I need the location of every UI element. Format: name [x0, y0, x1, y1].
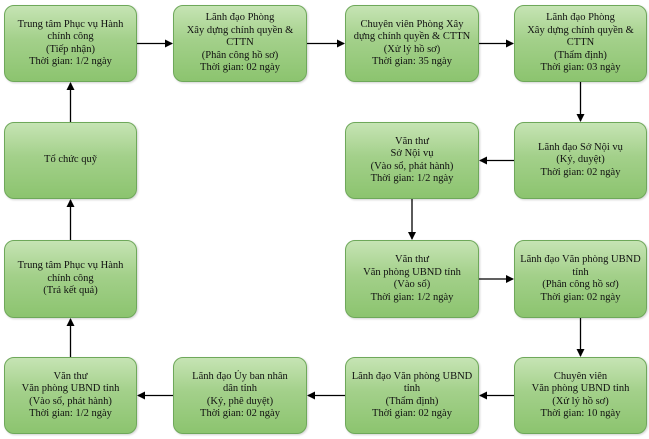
node-text-line: (Vào sổ, phát hành) — [370, 160, 454, 172]
node-text-line: Lãnh đạo Sở Nội vụ — [538, 141, 623, 153]
node-text-line: tỉnh — [572, 266, 589, 278]
node-text-line: (Vào sổ) — [393, 279, 431, 290]
node-text-line: Văn thư — [395, 135, 429, 147]
node-text-line: Thời gian: 10 ngày — [540, 408, 621, 419]
node-text-line: (Xử lý hồ sơ) — [383, 43, 441, 55]
node-text-line: Xây dựng chính quyền & — [527, 24, 634, 36]
node-text-line: Thời gian: 1/2 ngày — [370, 173, 454, 184]
node-text-line: (Vào sổ, phát hành) — [29, 395, 112, 407]
node-text-line: chính công — [47, 272, 94, 284]
node-text-line: Thời gian: 03 ngày — [540, 62, 621, 74]
node-text-line: (Thẩm định) — [554, 49, 607, 61]
node-text-line: Thời gian: 1/2 ngày — [29, 56, 112, 67]
node-text-line: Thời gian: 1/2 ngày — [29, 408, 112, 419]
node-text-line: (Phân công hồ sơ) — [201, 49, 279, 61]
node-text-line: (Tiếp nhận) — [46, 43, 95, 55]
node-text-line: Văn phòng UBND tỉnh — [363, 266, 461, 278]
node-text-line: (Ký, phê duyệt) — [206, 395, 274, 407]
node-text-line: chính công — [47, 31, 94, 42]
node-text-line: CTTN — [226, 37, 254, 49]
node-text-line: (Trả kết quả) — [43, 285, 98, 297]
node-text-line: Lãnh đạo Phòng — [205, 12, 275, 24]
node-text-line: (Thẩm định) — [385, 395, 439, 407]
node-text-line: Thời gian: 35 ngày — [372, 56, 452, 67]
node-text-line: tỉnh — [403, 383, 421, 394]
node-text-line: Thời gian: 02 ngày — [200, 62, 280, 74]
node-text-line: Thời gian: 02 ngày — [372, 408, 452, 419]
node-text-line: Xây dựng chính quyền & — [186, 24, 294, 36]
node-text-line: dựng chính quyền & CTTN — [353, 31, 471, 42]
node-text-line: Lãnh đạo Văn phòng UBND — [351, 370, 473, 382]
node-text-line: Chuyên viên Phòng Xây — [360, 18, 464, 30]
node-text-line: (Xử lý hồ sơ) — [552, 395, 609, 407]
node-text-line: Văn phòng UBND tỉnh — [531, 383, 630, 394]
node-text-line: Sở Nội vụ — [390, 148, 434, 159]
node-ky-duyet-so: Lãnh đạo Sở Nội vụ(Ký, duyệt)Thời gian: … — [514, 122, 647, 199]
node-text-line: Thời gian: 02 ngày — [540, 166, 621, 178]
node-text-line: (Ký, duyệt) — [556, 154, 605, 166]
node-text-line: Tổ chức quỹ — [44, 154, 97, 166]
node-text-line: Lãnh đạo Ủy ban nhân — [192, 370, 288, 382]
node-text-line: Thời gian: 1/2 ngày — [370, 291, 454, 303]
node-text-line: Lãnh đạo Phòng — [546, 12, 615, 24]
node-text-line: Chuyên viên — [553, 370, 608, 382]
node-text-line: Văn phòng UBND tỉnh — [21, 383, 120, 394]
node-text-line: Trung tâm Phục vụ Hành — [17, 18, 124, 30]
node-text-line: Trung tâm Phục vụ Hành — [17, 260, 124, 272]
node-text-line: (Phân công hồ sơ) — [542, 279, 619, 290]
node-text-line: dân tỉnh — [222, 383, 258, 394]
node-text-line: Thời gian: 02 ngày — [540, 291, 621, 303]
node-to-chuc-quy: Tổ chức quỹ — [4, 122, 137, 199]
node-text-line: Thời gian: 02 ngày — [200, 408, 280, 419]
node-text-line: Lãnh đạo Văn phòng UBND — [520, 254, 641, 265]
node-text-line: CTTN — [566, 37, 595, 49]
node-text-line: Văn thư — [53, 370, 88, 382]
node-text-line: Văn thư — [395, 254, 429, 265]
